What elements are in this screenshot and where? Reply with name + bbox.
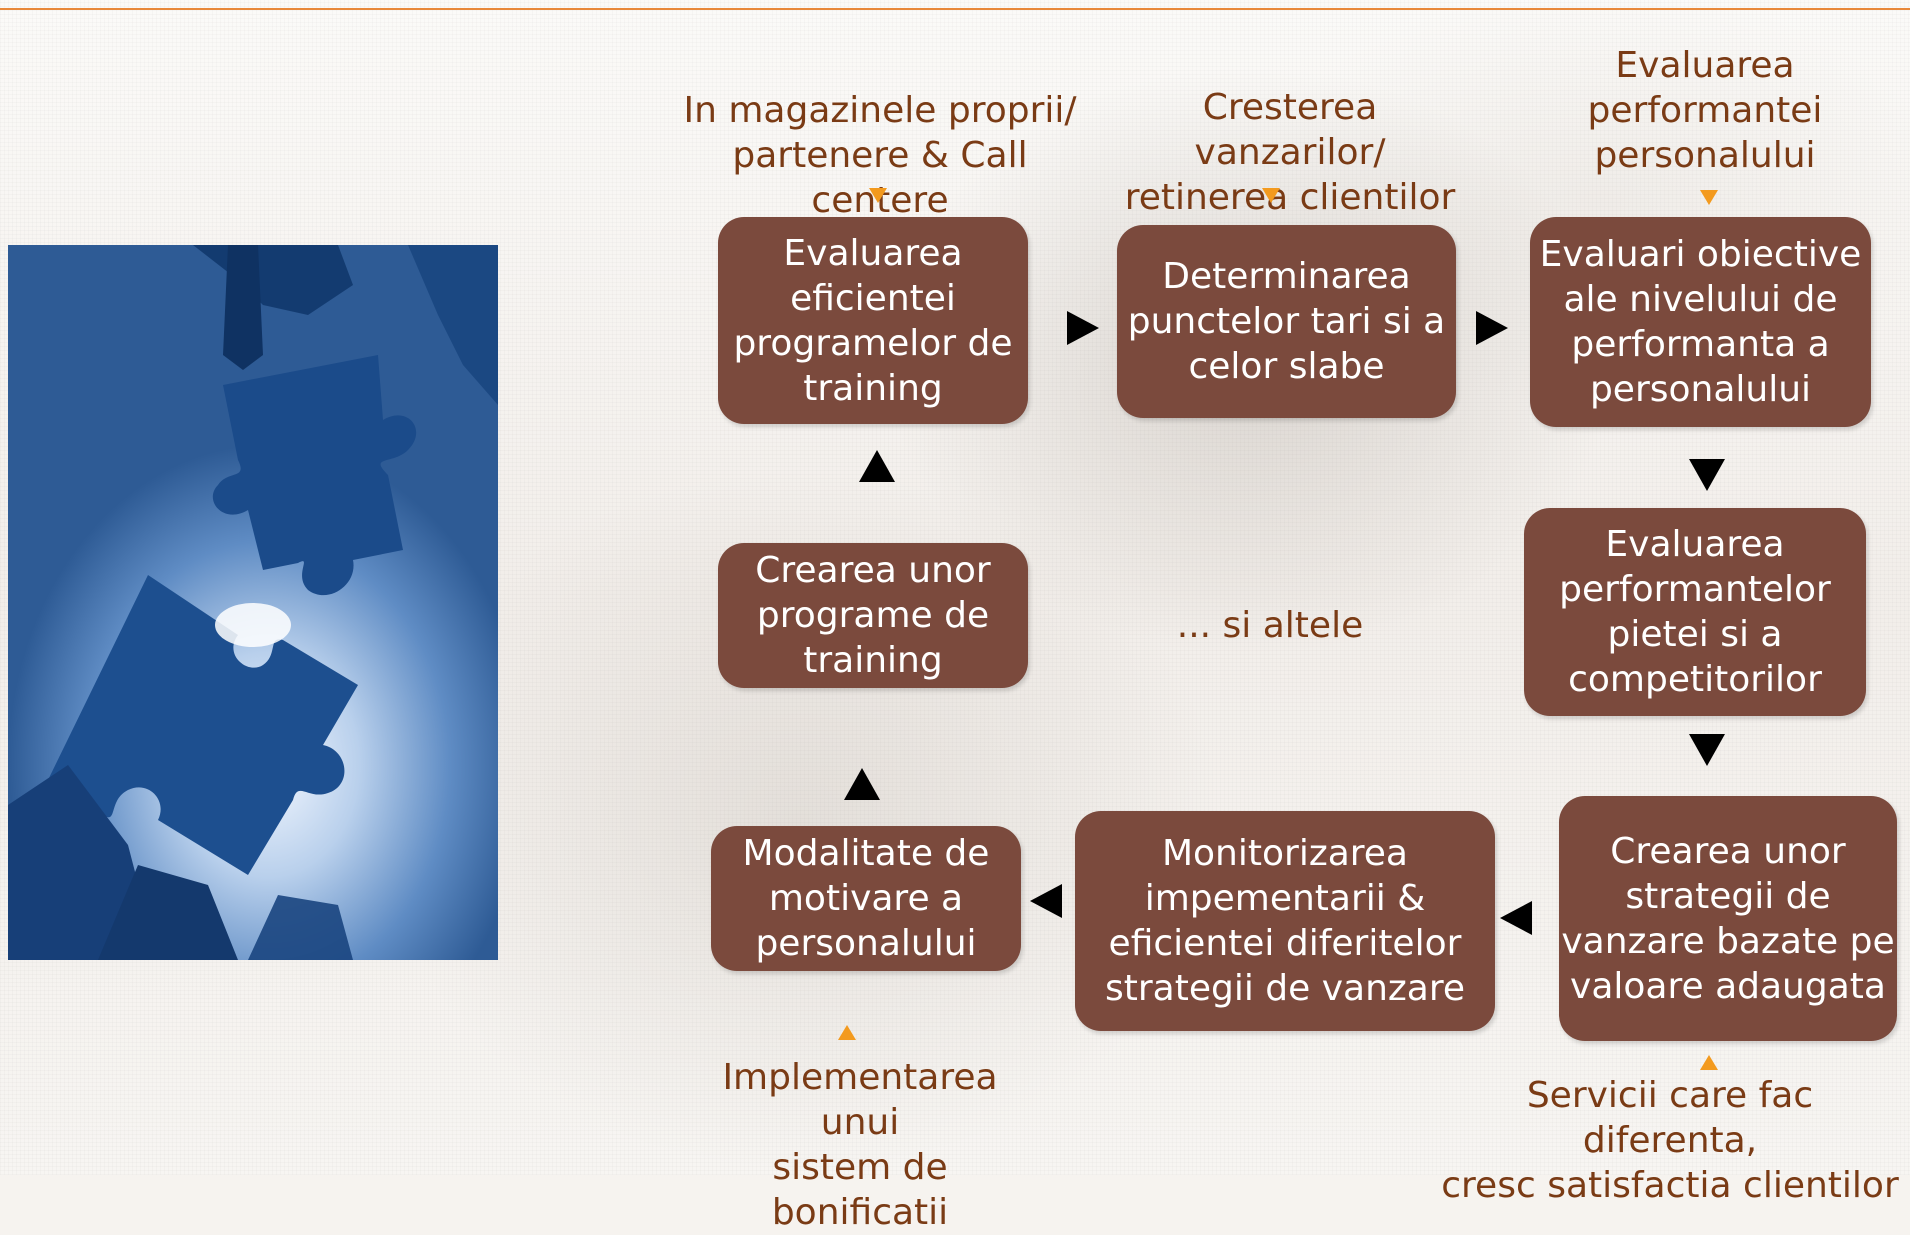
annotation-top-right: Evaluarea performantei personalului [1587,45,1823,176]
box-staff-evaluation: Evaluari obiective ale nivelului de perf… [1530,217,1871,427]
box-strengths-weaknesses: Determinarea punctelor tari si a celor s… [1117,225,1456,418]
flow-arrow-6-icon [1030,884,1062,918]
annotation-top-left: In magazinele proprii/ partenere & Call … [683,90,1077,221]
marker-top-left-icon [869,188,887,203]
marker-top-middle-icon [1262,188,1280,203]
box-training-creation: Crearea unor programe de training [718,543,1028,688]
annotation-bottom-left: Implementarea unui sistem de bonificatii [722,1057,998,1233]
flow-arrow-8-icon [859,450,895,482]
flow-arrow-7-icon [844,768,880,800]
marker-top-right-icon [1700,190,1718,205]
puzzle-image [8,245,498,960]
annotation-top-middle: Cresterea vanzarilor/ retinerea clientil… [1124,87,1456,218]
marker-bottom-right-icon [1700,1055,1718,1070]
box-training-evaluation: Evaluarea eficientei programelor de trai… [718,217,1028,424]
box-sales-strategies: Crearea unor strategii de vanzare bazate… [1559,796,1897,1041]
center-note: ... si altele [1176,605,1364,646]
box-staff-motivation: Modalitate de motivare a personalului [711,826,1021,971]
top-divider [0,8,1910,10]
puzzle-hands-icon [8,245,498,960]
box-market-evaluation: Evaluarea performantelor pietei si a com… [1524,508,1866,716]
flow-arrow-3-icon [1689,459,1725,491]
flow-arrow-5-icon [1500,901,1532,935]
box-monitoring: Monitorizarea impementarii & eficientei … [1075,811,1495,1031]
flow-arrow-2-icon [1476,311,1508,345]
marker-bottom-left-icon [838,1025,856,1040]
flow-arrow-4-icon [1689,734,1725,766]
annotation-bottom-right: Servicii care fac diferenta, cresc satis… [1441,1075,1899,1206]
flow-arrow-1-icon [1067,311,1099,345]
